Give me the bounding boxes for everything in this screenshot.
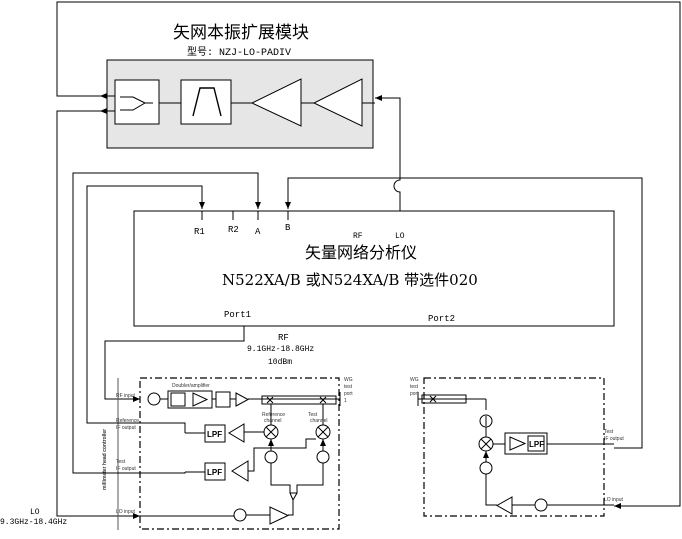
- ref-channel-label-1: Reference: [262, 412, 285, 418]
- right-head-box: [423, 377, 605, 517]
- ref-if-label-1: Reference: [116, 418, 139, 424]
- right-if-to-b-line: [285, 177, 643, 449]
- right-lo-amp-icon: [495, 496, 513, 515]
- left-head-box: [139, 377, 340, 530]
- test-if-label-1: Test: [116, 459, 126, 465]
- test-if-amp-icon: [231, 460, 249, 482]
- isolator-icon: [147, 392, 161, 406]
- lo-to-module-line: [375, 95, 401, 212]
- vna-title: 矢量网络分析仪: [305, 243, 417, 262]
- right-wg-label-3: port: [410, 391, 419, 397]
- port1-label: Port1: [224, 310, 251, 320]
- test-lo-multiplier-icon: [316, 450, 330, 464]
- lo-isolator-icon: [233, 508, 247, 522]
- wg-port-label-2: test: [344, 384, 353, 390]
- right-test-if-label-1: Test: [604, 429, 614, 435]
- port-lo-label: LO: [395, 232, 405, 241]
- lpf-2-label: LPF: [207, 468, 222, 477]
- module-to-right-head-line: [56, 1, 681, 509]
- ref-lo-multiplier-icon: [264, 450, 278, 464]
- right-lo-multiplier-icon: [479, 461, 493, 475]
- lpf-1-label: LPF: [207, 430, 222, 439]
- lo-amp-icon: [269, 506, 290, 525]
- coupler-block: [261, 395, 337, 405]
- port-b-label: B: [285, 223, 291, 233]
- wg-port-label-4: 1: [344, 398, 347, 404]
- right-wg-label-2: test: [410, 384, 419, 390]
- test-channel-label-2: channel: [310, 418, 328, 424]
- port2-label: Port2: [428, 314, 455, 324]
- doubler-label: Doubler/amplifier: [172, 383, 210, 389]
- right-test-if-label-2: IF output: [604, 436, 624, 442]
- right-lpf-label: LPF: [529, 440, 544, 449]
- rf-input-label: RF input: [116, 393, 136, 399]
- port-a-label: A: [255, 227, 261, 237]
- ref-channel-label-2: channel: [264, 418, 282, 424]
- lo-signal-freq: 9.3GHz-18.4GHz: [0, 518, 67, 527]
- test-if-label-2: IF output: [116, 466, 136, 472]
- splitter-icon: [120, 96, 153, 111]
- module-model: 型号: NZJ-LO-PADIV: [187, 45, 291, 59]
- head-side-label: millimeter head controller: [102, 429, 108, 490]
- right-if-amp-icon: [509, 436, 527, 451]
- rf-signal-freq: 9.1GHz-18.8GHz: [247, 345, 314, 354]
- lo-signal-label: LO: [30, 508, 40, 517]
- lo-splitter: [270, 463, 324, 494]
- ref-if-label-2: IF output: [116, 425, 136, 431]
- filter-block: [180, 79, 232, 125]
- right-wg-label-1: WG: [410, 377, 419, 383]
- port-rf-label: RF: [353, 232, 363, 241]
- port1-to-rf-input-line: [104, 326, 245, 402]
- module-to-left-head-lo-line: [56, 110, 140, 519]
- vna-box: [133, 210, 615, 327]
- ref-if-amp-icon: [228, 423, 245, 443]
- test-if-to-a-line: [72, 172, 261, 474]
- splitter-block: [114, 79, 160, 125]
- doubler-amp-icon: [192, 392, 209, 407]
- filter-small-block: [215, 391, 231, 408]
- right-lo-input-label: LO input: [604, 497, 624, 503]
- rf-amp-icon: [235, 392, 250, 407]
- rf-signal-power: 10dBm: [268, 358, 292, 367]
- test-channel-label-1: Test: [308, 412, 318, 418]
- rf-signal-label: RF: [278, 333, 289, 343]
- port-r2-label: R2: [228, 225, 239, 235]
- right-lo-isolator-icon: [534, 498, 548, 512]
- wg-port-label-1: WG: [344, 377, 353, 383]
- doubler-block: [167, 390, 213, 409]
- module-title: 矢网本振扩展模块: [173, 23, 309, 43]
- vna-subtitle: N522XA/B 或N524XA/B 带选件020: [222, 271, 478, 289]
- wg-port-label-3: port: [344, 391, 353, 397]
- port-r1-label: R1: [194, 227, 205, 237]
- ref-if-to-r1-line: [86, 185, 205, 424]
- lo-input-label: LO input: [116, 509, 136, 515]
- bandpass-filter-icon: [192, 87, 222, 117]
